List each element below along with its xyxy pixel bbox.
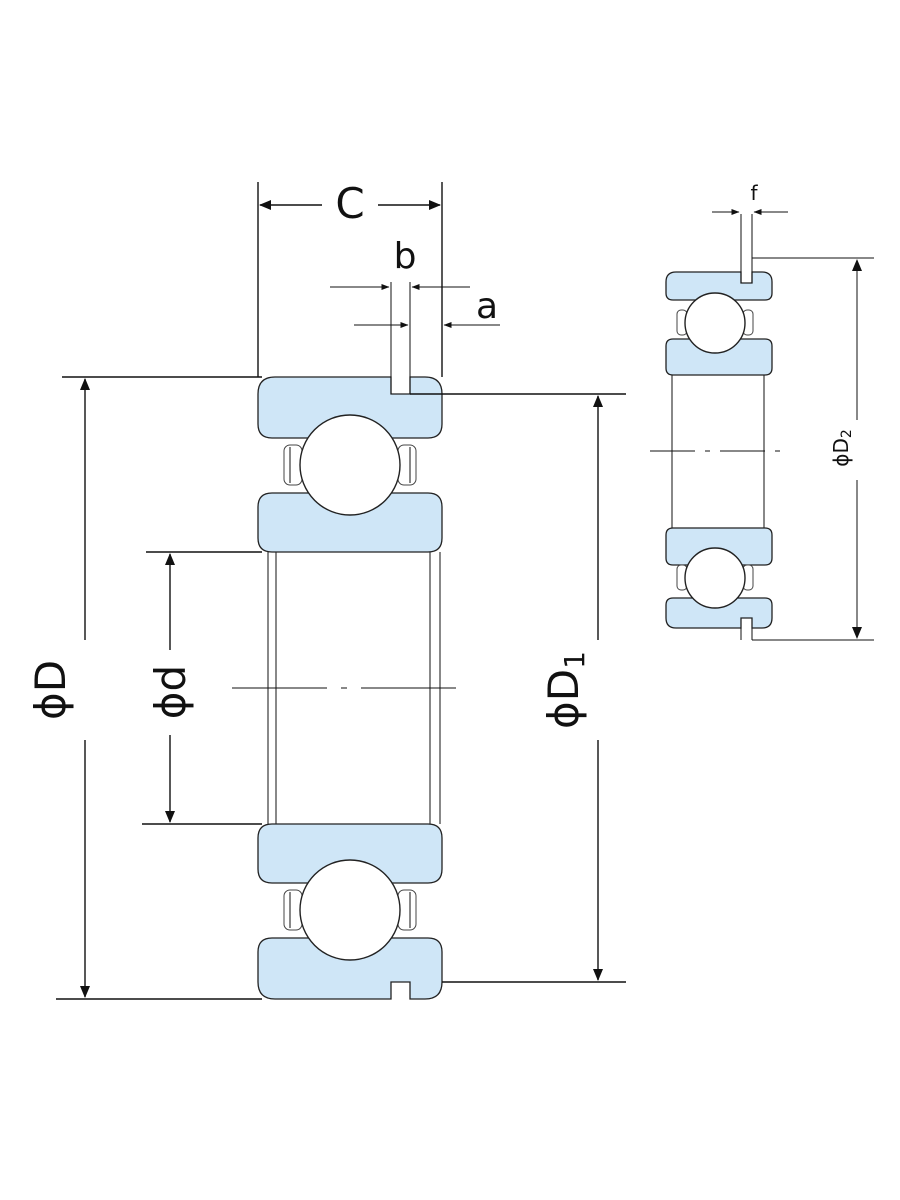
side-ball-top — [684, 292, 746, 354]
label-b: b — [394, 236, 417, 277]
label-D1: ϕD1 — [539, 651, 591, 729]
label-D1-sub: 1 — [558, 651, 591, 669]
top-half-section — [257, 376, 443, 553]
ball-top — [299, 414, 401, 516]
outer-ring-bottom — [257, 937, 443, 1000]
main-section — [232, 376, 466, 1000]
cage-left-top — [283, 444, 303, 486]
cage-left-bottom — [283, 889, 303, 931]
ball-bottom — [299, 859, 401, 961]
label-D: ϕD — [26, 660, 75, 720]
dimension-D: ϕD — [26, 376, 262, 1000]
bottom-half-section — [257, 823, 443, 1000]
dimension-C: C — [257, 179, 443, 377]
inner-ring-bottom — [257, 823, 443, 884]
dimension-D1: ϕD1 — [410, 393, 626, 983]
side-inner-ring-bottom — [665, 527, 773, 566]
label-D2: ϕD2 — [829, 429, 855, 467]
label-D2-sub: 2 — [839, 429, 855, 438]
dimension-a: a — [354, 286, 500, 377]
side-outer-ring-bottom — [665, 597, 773, 629]
label-D2-main: ϕD — [829, 438, 853, 467]
cage-right-bottom — [397, 889, 417, 931]
label-d: ϕd — [146, 665, 195, 719]
inner-ring-top — [257, 492, 443, 553]
side-view — [650, 214, 790, 640]
label-C: C — [335, 179, 364, 228]
side-inner-ring-top — [665, 338, 773, 376]
dimension-D2: ϕD2 — [752, 257, 874, 641]
label-f: f — [750, 181, 758, 205]
dimension-f: f — [712, 181, 788, 215]
dimension-d: ϕd — [142, 551, 262, 825]
label-D1-main: ϕD — [539, 669, 588, 729]
side-outer-ring-top — [665, 271, 773, 301]
dimension-b: b — [330, 236, 470, 394]
cage-right-top — [397, 444, 417, 486]
label-a: a — [476, 286, 498, 327]
side-ball-bottom — [684, 547, 746, 609]
